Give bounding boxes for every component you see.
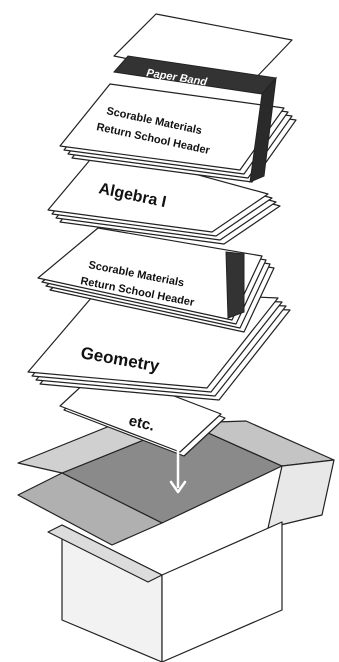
- down-arrow-icon: [169, 447, 187, 494]
- box-flap-left: [17, 472, 163, 546]
- paper-band-top-side: [249, 76, 277, 183]
- header-stack-top: [59, 83, 297, 183]
- open-box-icon: [17, 412, 335, 662]
- box-flap-right: [267, 459, 335, 529]
- box-side: [161, 521, 283, 662]
- etc-label: etc.: [127, 412, 156, 434]
- algebra-sheet-1: [47, 147, 269, 233]
- header-bottom-sheet-1: [37, 227, 263, 321]
- algebra-stack: [47, 147, 281, 245]
- header-top-sheet-1: [59, 83, 285, 171]
- box-flap-front: [47, 524, 163, 583]
- paper-band-bottom: [225, 251, 245, 319]
- header-stack-bottom: [37, 227, 275, 333]
